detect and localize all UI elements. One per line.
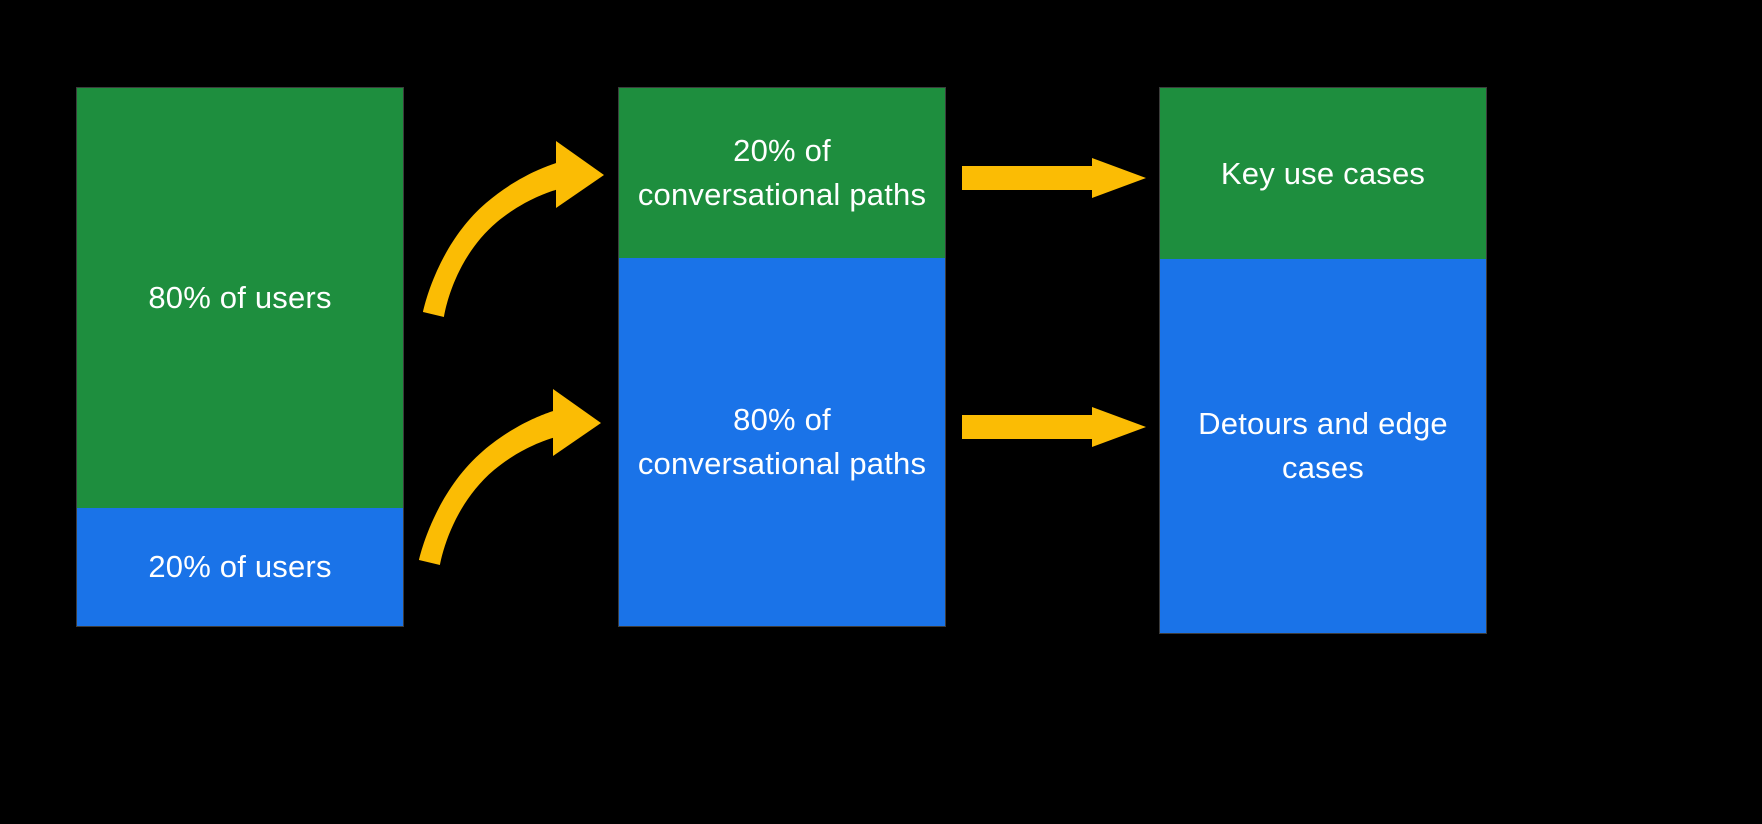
segment-outcomes-green-label: Key use cases [1220, 155, 1426, 191]
segment-paths-green: 20% of conversational paths [619, 88, 945, 259]
column-users: 80% of users 20% of users [76, 87, 404, 627]
segment-paths-blue-label: 80% of conversational paths [637, 402, 927, 482]
segment-users-blue: 20% of users [77, 508, 403, 626]
curve-arrow-top [405, 150, 620, 320]
segment-users-green-label: 80% of users [148, 280, 332, 316]
segment-paths-green-label: 20% of conversational paths [637, 133, 927, 213]
curve-arrow-bottom [405, 398, 620, 568]
straight-arrow-top [958, 158, 1148, 200]
segment-users-blue-label: 20% of users [148, 549, 332, 585]
straight-arrow-bottom [958, 407, 1148, 449]
segment-paths-blue: 80% of conversational paths [619, 258, 945, 626]
segment-outcomes-blue: Detours and edge cases [1160, 259, 1486, 633]
column-outcomes: Key use cases Detours and edge cases [1159, 87, 1487, 634]
column-conversational-paths: 20% of conversational paths 80% of conve… [618, 87, 946, 627]
segment-users-green: 80% of users [77, 88, 403, 509]
segment-outcomes-blue-label: Detours and edge cases [1198, 406, 1448, 486]
segment-outcomes-green: Key use cases [1160, 88, 1486, 260]
